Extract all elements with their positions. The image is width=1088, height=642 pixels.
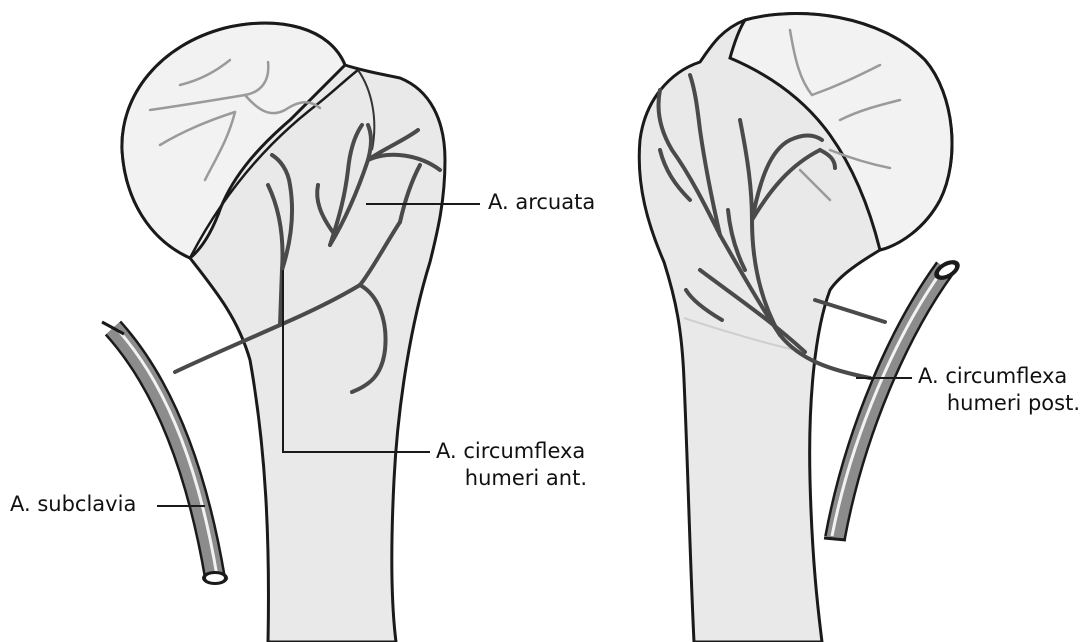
label-a-arcuata: A. arcuata [488, 190, 595, 215]
label-a-circumflexa-humeri-post-line1: A. circumflexa [918, 364, 1067, 389]
label-a-circumflexa-humeri-post-line2: humeri post. [918, 391, 1080, 416]
label-a-circumflexa-humeri-ant-line2: humeri ant. [436, 466, 587, 491]
label-a-subclavia: A. subclavia [10, 492, 136, 517]
label-a-circumflexa-humeri-ant-line1: A. circumflexa [436, 439, 616, 464]
left-vessel-subclavia [102, 322, 228, 585]
